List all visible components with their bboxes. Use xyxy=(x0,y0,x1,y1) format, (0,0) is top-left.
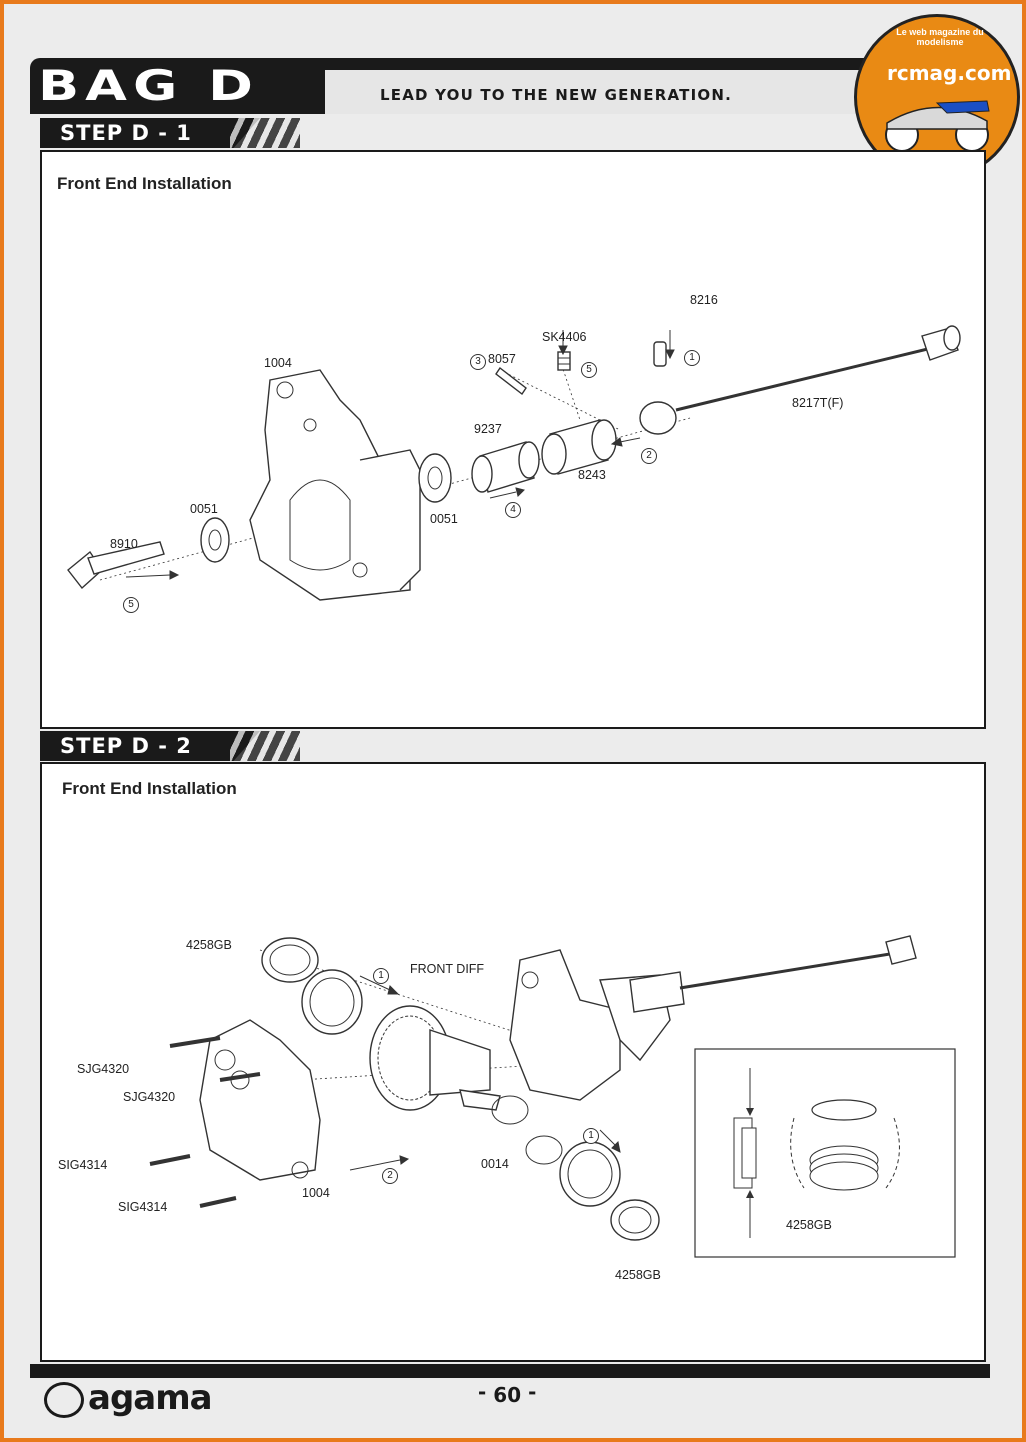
callout-1004: 1004 xyxy=(302,1186,330,1200)
callout-0051-right: 0051 xyxy=(430,512,458,526)
part-0014-o-rings xyxy=(491,1095,563,1165)
part-8910-pinion xyxy=(67,541,165,590)
callout-0051-left: 0051 xyxy=(190,502,218,516)
detail-inset xyxy=(694,1048,956,1258)
rc-car-icon xyxy=(885,100,990,152)
callout-sjg4320-a: SJG4320 xyxy=(77,1062,130,1076)
callout-9237: 9237 xyxy=(474,422,502,436)
step-d2-tab-fade xyxy=(230,731,300,761)
step-number: 1 xyxy=(373,968,389,984)
callout-8243: 8243 xyxy=(578,468,606,482)
part-4258gb-seal-top xyxy=(261,937,319,983)
step-number: 4 xyxy=(505,502,521,518)
callout-8057: 8057 xyxy=(488,352,516,366)
callout-8910: 8910 xyxy=(110,537,138,551)
part-front-diff xyxy=(369,1005,501,1111)
callout-4258gb-bottom: 4258GB xyxy=(615,1268,661,1282)
part-1004-housing xyxy=(249,369,421,601)
callout-1004: 1004 xyxy=(264,356,292,370)
step-d1-tab: STEP D - 1 xyxy=(40,118,260,148)
callout-4258gb-inset: 4258GB xyxy=(786,1218,832,1232)
step-number: 1 xyxy=(583,1128,599,1144)
callout-sjg4320-b: SJG4320 xyxy=(123,1090,176,1104)
part-driveshaft xyxy=(629,935,917,1013)
part-0051-bearing-left xyxy=(200,517,230,563)
part-4258gb-seal-bottom xyxy=(559,1141,660,1241)
step-number: 1 xyxy=(684,350,700,366)
bag-title: BAG D xyxy=(38,61,259,111)
brand-name: agama xyxy=(88,1378,213,1418)
footer-rule xyxy=(30,1364,990,1378)
part-9237-sleeve xyxy=(471,441,540,493)
step-d1-tab-fade xyxy=(230,118,300,148)
part-1004-housing-rear xyxy=(509,949,671,1101)
step-number: 5 xyxy=(581,362,597,378)
callout-sig4314-b: SIG4314 xyxy=(118,1200,168,1214)
step-d1-title: Front End Installation xyxy=(57,174,232,193)
seal-assembly-detail xyxy=(790,1099,900,1191)
callout-front-diff: FRONT DIFF xyxy=(410,962,485,976)
step-number: 2 xyxy=(641,448,657,464)
seal-cross-section xyxy=(733,1068,757,1238)
step-number: 3 xyxy=(470,354,486,370)
part-8243-coupler xyxy=(541,419,617,475)
callout-0014: 0014 xyxy=(481,1157,509,1171)
step-number: 5 xyxy=(123,597,139,613)
callout-8216: 8216 xyxy=(690,293,718,307)
watermark-slogan: Le web magazine du modelisme xyxy=(896,27,984,47)
part-8057-pin xyxy=(495,366,527,396)
step-d2-diagram xyxy=(149,935,917,1241)
assembly-arrows xyxy=(125,330,675,580)
assembly-arrows xyxy=(349,975,621,1171)
callout-4258gb-top: 4258GB xyxy=(186,938,232,952)
tagline: LEAD YOU TO THE NEW GENERATION. xyxy=(380,86,732,104)
part-bearing-ring xyxy=(301,969,363,1035)
step-d1-diagram xyxy=(67,325,961,601)
step-number: 2 xyxy=(382,1168,398,1184)
agama-mark-icon xyxy=(44,1381,84,1418)
part-8216-pin xyxy=(653,341,667,367)
part-0051-bearing-right xyxy=(418,453,452,503)
step-d2-tab: STEP D - 2 xyxy=(40,731,260,761)
watermark-site: rcmag.com xyxy=(887,61,1012,85)
step-d1-panel xyxy=(40,150,986,729)
screws xyxy=(149,1036,261,1208)
part-sk4406-grub-screw xyxy=(557,351,571,371)
callout-8217tf: 8217T(F) xyxy=(792,396,844,410)
page-number: - 09 - xyxy=(478,1382,537,1406)
callout-sig4314-a: SIG4314 xyxy=(58,1158,108,1172)
callout-sk4406: SK4406 xyxy=(542,330,587,344)
agama-logo: agama xyxy=(44,1378,213,1418)
step-d2-panel xyxy=(40,762,986,1362)
part-1004-housing-front xyxy=(199,1019,321,1181)
step-d2-title: Front End Installation xyxy=(62,779,237,798)
part-8217tf-driveshaft xyxy=(639,325,961,435)
